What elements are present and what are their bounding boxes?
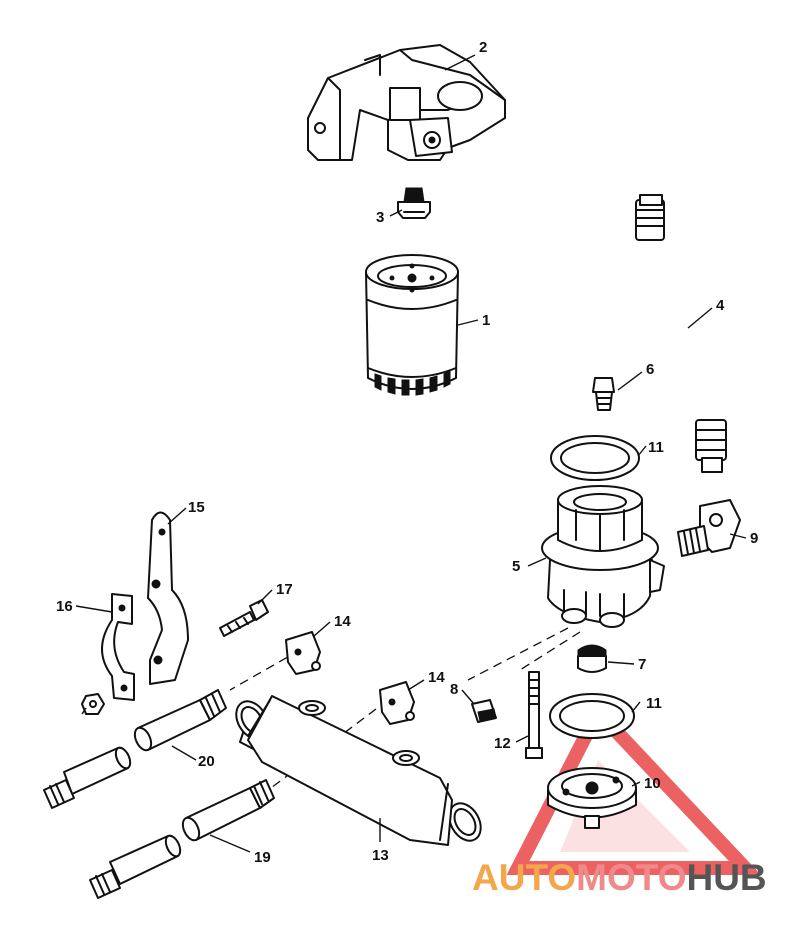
watermark-auto: AUTO <box>472 857 576 898</box>
callout-16: 16 <box>56 598 73 615</box>
hose-fitting-20 <box>43 689 227 809</box>
gasket-ring-upper <box>550 435 640 481</box>
callout-19: 19 <box>254 849 271 866</box>
watermark-moto: MOTO <box>576 857 686 898</box>
oil-cooler <box>235 695 482 846</box>
leader-lines <box>75 54 747 853</box>
hose-fitting-19 <box>89 779 275 899</box>
callout-8: 8 <box>450 681 458 698</box>
callout-numbers: 2 3 1 4 6 11 9 5 7 11 10 12 8 14 14 15 1… <box>56 39 758 866</box>
watermark-text: AUTOMOTOHUB <box>472 857 767 898</box>
callout-10: 10 <box>644 775 661 792</box>
oil-filter <box>365 254 459 396</box>
callout-4: 4 <box>716 297 725 314</box>
small-plug <box>471 699 497 723</box>
callout-11-upper: 11 <box>648 439 664 456</box>
callout-17: 17 <box>276 581 293 598</box>
callout-2: 2 <box>479 39 487 56</box>
watermark-word: AUTOMOTOHUB <box>472 857 767 898</box>
callout-15: 15 <box>188 499 205 516</box>
mounting-bracket <box>147 511 189 685</box>
threaded-fitting <box>592 377 615 411</box>
callout-7: 7 <box>638 656 646 673</box>
gasket-ring-lower <box>549 693 635 739</box>
filter-housing <box>541 485 665 628</box>
elbow-fitting <box>677 499 741 557</box>
callout-1: 1 <box>482 312 490 329</box>
drain-plug <box>577 644 607 673</box>
callout-14-right: 14 <box>428 669 445 686</box>
hex-nut <box>81 693 105 715</box>
callout-13: 13 <box>372 847 389 864</box>
short-bolt <box>219 599 269 637</box>
callout-11-lower: 11 <box>646 695 662 712</box>
clamp-bracket <box>101 593 135 701</box>
callout-20: 20 <box>198 753 215 770</box>
callout-6: 6 <box>646 361 654 378</box>
plug-fitting <box>397 187 431 219</box>
callout-14-left: 14 <box>334 613 351 630</box>
callout-9: 9 <box>750 530 758 547</box>
watermark-hub: HUB <box>686 857 766 898</box>
callout-12: 12 <box>494 735 511 752</box>
cover-plate <box>547 767 637 829</box>
long-bolt <box>525 671 543 759</box>
callout-5: 5 <box>512 558 520 575</box>
filter-adapter-bracket <box>307 44 506 161</box>
elbow-fitting-left <box>285 631 321 675</box>
oil-hose <box>634 194 727 473</box>
callout-3: 3 <box>376 209 384 226</box>
elbow-fitting-right <box>379 681 415 725</box>
